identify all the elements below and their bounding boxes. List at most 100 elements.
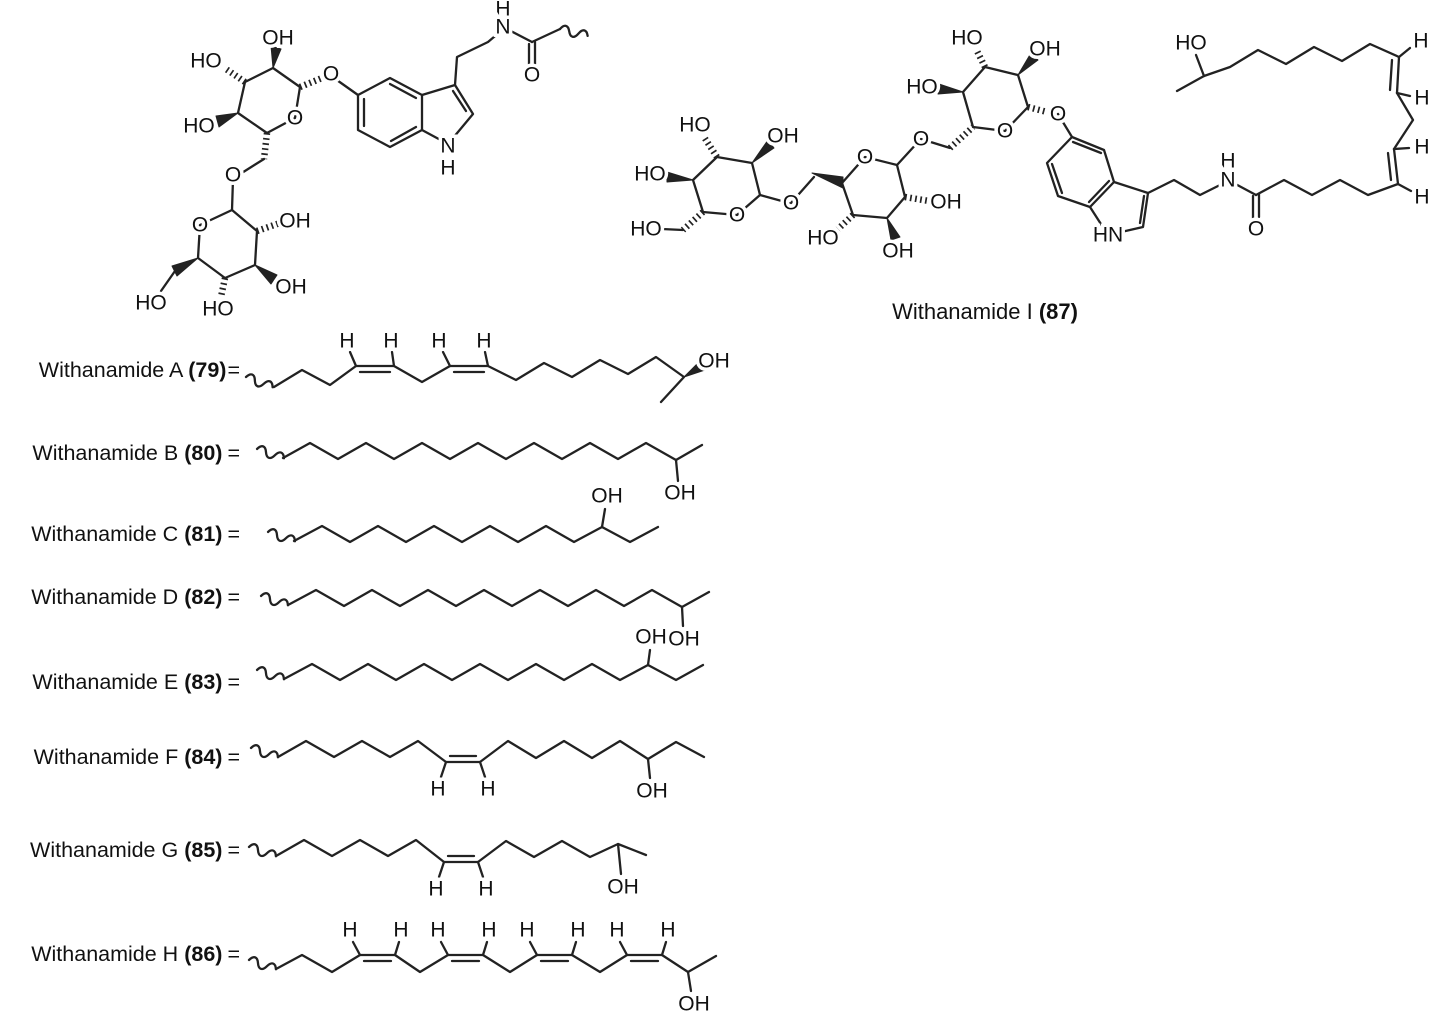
hydroxyl-label: OH: [275, 276, 307, 299]
hydroxyl-label: HO: [807, 227, 839, 250]
vinyl-h-label: H: [342, 919, 357, 942]
compound-name: Withanamide E: [32, 670, 179, 694]
equals-sign: =: [227, 838, 240, 862]
compound-number: (85): [184, 838, 223, 862]
vinyl-h-label: H: [476, 330, 491, 353]
amide-h-label: H: [495, 0, 510, 21]
withanamide-f-chain: H H OH: [249, 739, 706, 806]
hydroxyl-label: OH: [607, 876, 639, 899]
equals-sign: =: [227, 358, 240, 382]
hydroxyl-label: HO: [183, 115, 215, 138]
hydroxyl-label: OH: [678, 993, 710, 1016]
hydroxyl-label: OH: [635, 626, 667, 649]
equals-sign: =: [227, 942, 240, 966]
vinyl-h-label: H: [1414, 136, 1429, 159]
hydroxyl-label: OH: [767, 125, 799, 148]
ring-oxygen-label: O: [857, 146, 873, 169]
equals-sign: =: [227, 585, 240, 609]
ring-oxygen-label: O: [287, 107, 303, 130]
aryl-oxygen-label: O: [1050, 103, 1066, 126]
compound-name: Withanamide C: [31, 522, 179, 546]
vinyl-h-label: H: [428, 878, 443, 901]
indole-nh-label: HN: [1093, 224, 1123, 247]
label-withanamide-h: Withanamide H (86)=: [0, 942, 240, 967]
withanamide-c-chain: OH: [266, 481, 660, 544]
hydroxyl-label: HO: [630, 218, 662, 241]
hydroxyl-label: OH: [262, 27, 294, 50]
hydroxyl-label: OH: [636, 780, 668, 803]
vinyl-h-label: H: [481, 919, 496, 942]
glycosidic-oxygen-label: O: [783, 192, 799, 215]
compound-number: (79): [188, 358, 227, 382]
hydroxyl-label: OH: [698, 350, 730, 373]
label-withanamide-i: Withanamide I (87): [850, 299, 1120, 325]
hydroxyl-label: HO: [951, 27, 983, 50]
wavy-attachment-bond: [259, 592, 290, 607]
ring-oxygen-label: O: [729, 204, 745, 227]
withanamide-a-chain: H H H H OH: [244, 326, 733, 404]
wavy-attachment-bond: [249, 744, 280, 759]
vinyl-h-label: H: [339, 330, 354, 353]
equals-sign: =: [227, 745, 240, 769]
vinyl-h-label: H: [1413, 30, 1428, 53]
indole-n-label: N: [440, 135, 455, 158]
vinyl-h-label: H: [430, 778, 445, 801]
glycosidic-oxygen-label: O: [323, 63, 339, 86]
withanamide-b-chain: OH: [255, 441, 704, 508]
compound-number: (81): [184, 522, 223, 546]
carbonyl-o-label: O: [1248, 218, 1264, 241]
wavy-attachment-bond: [247, 956, 278, 971]
vinyl-h-label: H: [1414, 186, 1429, 209]
wavy-attachment-bond: [558, 24, 589, 38]
equals-sign: =: [227, 522, 240, 546]
compound-number: (87): [1038, 299, 1078, 324]
compound-name: Withanamide A: [38, 358, 183, 382]
compound-name: Withanamide F: [33, 745, 179, 769]
hydroxyl-label: HO: [202, 298, 234, 321]
hydroxyl-label: OH: [1029, 38, 1061, 61]
vinyl-h-label: H: [519, 919, 534, 942]
wavy-attachment-bond: [247, 843, 278, 858]
compound-name: Withanamide I: [892, 299, 1033, 324]
vinyl-h-label: H: [1414, 87, 1429, 110]
compound-number: (82): [184, 585, 223, 609]
compound-number: (86): [184, 942, 223, 966]
hydroxyl-label: OH: [279, 210, 311, 233]
compound-name: Withanamide H: [31, 942, 179, 966]
compound-name: Withanamide G: [30, 838, 179, 862]
wavy-attachment-bond: [255, 445, 286, 460]
amide-n-label: N: [495, 16, 510, 39]
hydroxyl-label: HO: [1175, 32, 1207, 55]
wavy-attachment-bond: [244, 373, 274, 389]
withanamide-d-chain: OH: [259, 588, 711, 654]
hydroxyl-label: HO: [135, 292, 167, 315]
withanamide-h-chain: H H H H H H H H OH: [247, 915, 718, 1016]
compound-number: (80): [184, 441, 223, 465]
label-withanamide-f: Withanamide F (84)=: [0, 745, 240, 770]
compound-number: (83): [184, 670, 223, 694]
carbonyl-o-label: O: [524, 64, 540, 87]
label-withanamide-a: Withanamide A (79)=: [0, 358, 240, 383]
vinyl-h-label: H: [383, 330, 398, 353]
label-withanamide-d: Withanamide D (82)=: [0, 585, 240, 610]
vinyl-h-label: H: [393, 919, 408, 942]
vinyl-h-label: H: [480, 778, 495, 801]
indole-h-label: H: [440, 157, 455, 180]
hydroxyl-label: OH: [882, 240, 914, 263]
hydroxyl-label: HO: [634, 163, 666, 186]
wavy-attachment-bond: [266, 528, 297, 543]
compound-number: (84): [184, 745, 223, 769]
compound-name: Withanamide B: [32, 441, 179, 465]
core-structure: OH HO HO O O O O OH OH HO HO H N O N H: [132, 0, 589, 324]
label-withanamide-b: Withanamide B (80)=: [0, 441, 240, 466]
glycosidic-oxygen-label: O: [913, 128, 929, 151]
vinyl-h-label: H: [660, 919, 675, 942]
label-withanamide-g: Withanamide G (85)=: [0, 838, 240, 863]
wavy-attachment-bond: [255, 666, 286, 681]
withanamide-g-chain: H H OH: [247, 838, 648, 904]
vinyl-h-label: H: [609, 919, 624, 942]
label-withanamide-c: Withanamide C (81)=: [0, 522, 240, 547]
vinyl-h-label: H: [478, 878, 493, 901]
